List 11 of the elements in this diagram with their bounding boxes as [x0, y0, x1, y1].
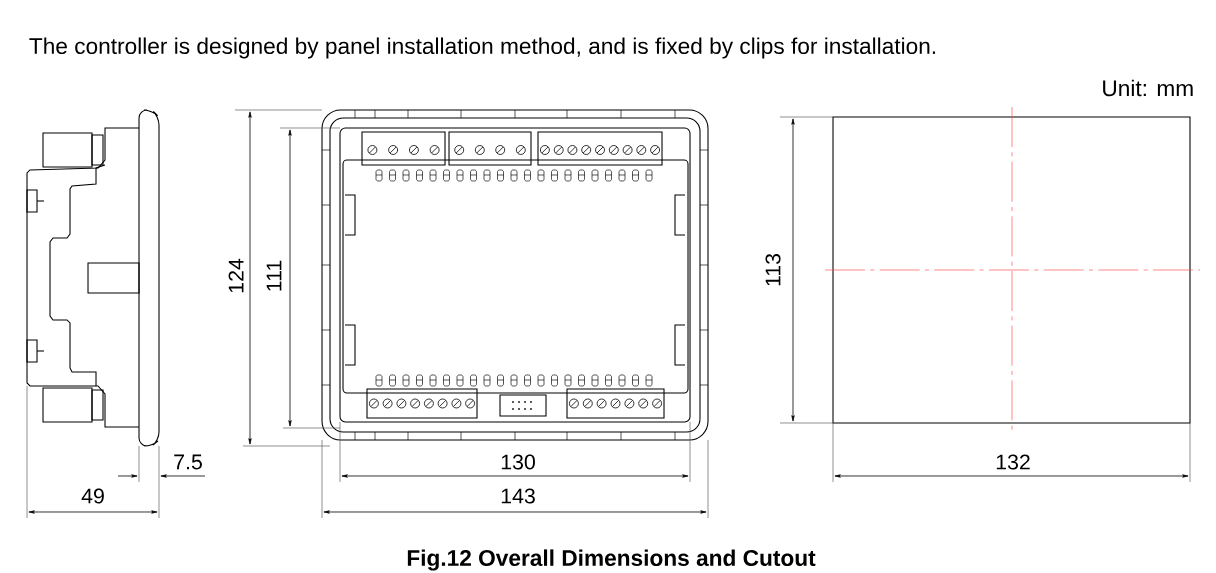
- note-text: The controller is designed by panel installation method, and is fixed by clips for installation.: [29, 37, 936, 59]
- dimension-label: 49: [81, 488, 104, 504]
- dimension-label: 143: [501, 488, 535, 504]
- dimension-label: 132: [996, 454, 1030, 470]
- figure-caption: Fig.12 Overall Dimensions and Cutout: [407, 549, 816, 571]
- dimension-label: 130: [501, 454, 535, 470]
- dimension-label: 124: [228, 258, 244, 293]
- unit-label: Unit: mm: [1103, 79, 1193, 97]
- dimension-label: 113: [765, 253, 781, 286]
- dimension-label: 7.5: [174, 454, 202, 470]
- dimension-label: 111: [266, 260, 282, 291]
